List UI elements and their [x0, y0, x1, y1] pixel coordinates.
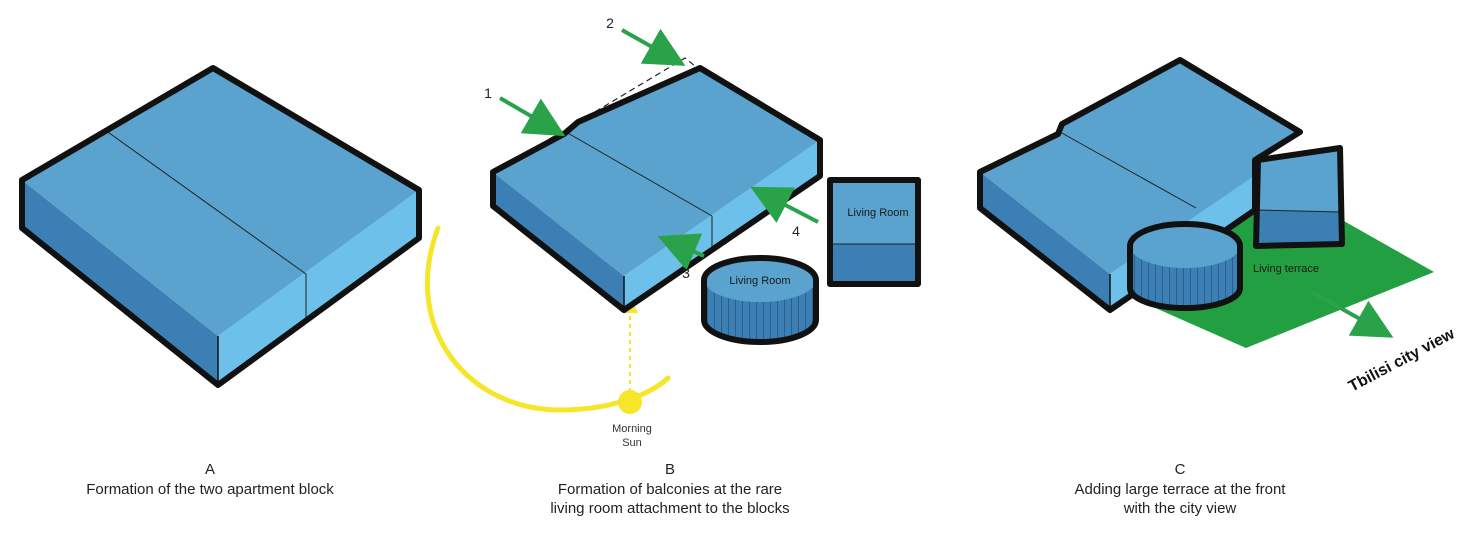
living-room-box: Living Room	[827, 177, 921, 287]
caption-a-letter: A	[204, 461, 215, 478]
block-b-top-face	[493, 68, 820, 276]
marker-1: 1	[484, 85, 492, 101]
sun-label-line-2: Sun	[622, 437, 642, 449]
sun-path: Morning Sun	[425, 225, 671, 449]
terrace-label: Living terrace	[1253, 263, 1319, 275]
panel-c-box	[1253, 145, 1345, 249]
arrow-2	[621, 28, 686, 66]
marker-3: 3	[682, 265, 690, 281]
living-room-cylinder-label: Living Room	[729, 275, 790, 287]
caption-b-line-2: living room attachment to the blocks	[550, 500, 790, 517]
block-a-top-face	[22, 68, 419, 336]
sun-label-line-1: Morning	[612, 423, 652, 435]
living-room-box-label: Living Room	[847, 207, 908, 219]
arrow-4	[750, 186, 819, 224]
marker-4: 4	[792, 223, 800, 239]
caption-a: A Formation of the two apartment block	[40, 460, 380, 499]
city-view-label: Tbilisi city view	[1346, 325, 1458, 395]
block-b-side-face	[493, 172, 624, 310]
caption-a-line-1: Formation of the two apartment block	[86, 481, 334, 498]
caption-c-letter: C	[1174, 461, 1186, 478]
view-arrow	[1311, 290, 1394, 338]
caption-b-letter: B	[664, 461, 675, 478]
arrow-3	[657, 233, 705, 271]
arrow-1	[498, 96, 566, 137]
caption-c-line-2: with the city view	[1123, 500, 1237, 517]
caption-b: B Formation of balconies at the rare liv…	[490, 460, 850, 518]
panel-a-block	[19, 65, 422, 388]
caption-b-line-1: Formation of balconies at the rare	[557, 481, 783, 498]
marker-2: 2	[606, 15, 614, 31]
caption-c-line-1: Adding large terrace at the front	[1074, 481, 1286, 498]
caption-c: C Adding large terrace at the front with…	[1010, 460, 1350, 518]
sun-icon	[618, 390, 642, 414]
panel-b-markers: 1 2 3 4	[484, 15, 819, 281]
block-a-front-face	[218, 190, 419, 385]
living-room-cylinder: Living Room	[701, 255, 819, 345]
block-a-side-face	[22, 180, 218, 385]
panel-c-cylinder	[1127, 221, 1243, 311]
